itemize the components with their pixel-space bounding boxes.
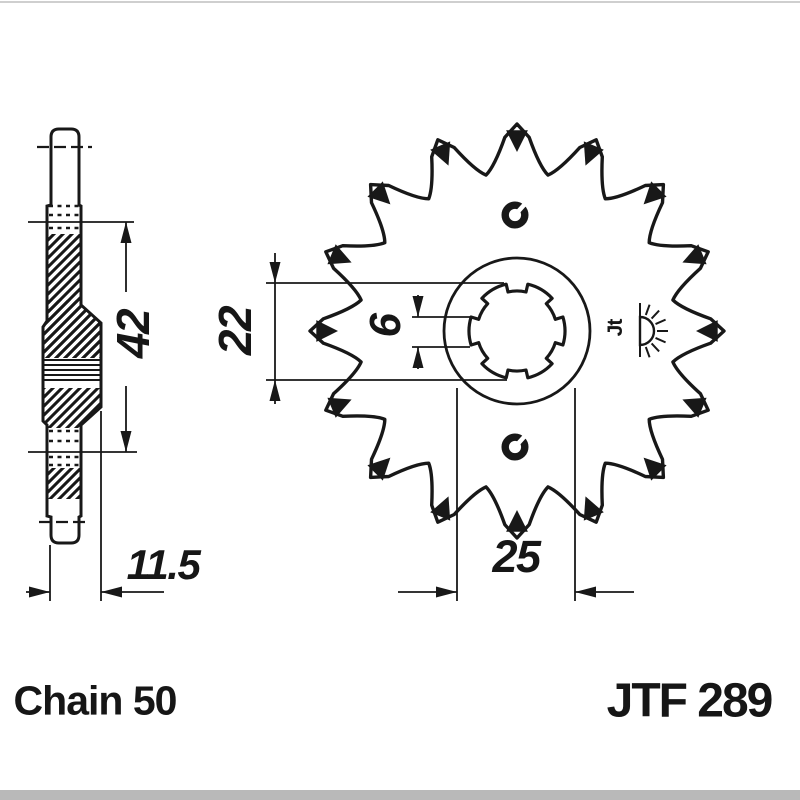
dimension-lines bbox=[26, 221, 634, 601]
jt-sun-logo bbox=[638, 303, 668, 358]
bottom-frame-bar bbox=[0, 790, 800, 800]
dimension-22-label: 22 bbox=[209, 306, 261, 356]
hatch-band bbox=[46, 468, 82, 499]
dimension-11-5-label: 11.5 bbox=[126, 541, 201, 588]
tooth-tip-mark bbox=[583, 141, 604, 166]
tooth-tip-mark bbox=[327, 244, 352, 265]
tooth-tip-mark bbox=[583, 496, 604, 521]
tooth-tip-mark bbox=[367, 181, 391, 205]
spline-bore-outline bbox=[467, 282, 567, 380]
logo-sun-ray bbox=[655, 318, 666, 325]
arrow-115-right bbox=[101, 586, 122, 598]
side-view-section-fill bbox=[43, 204, 101, 499]
tooth-tip-mark bbox=[643, 457, 667, 481]
arrow-25-right bbox=[575, 586, 596, 598]
tooth-tip-mark bbox=[682, 397, 707, 418]
tooth-tip-mark bbox=[506, 510, 528, 532]
hub-boss-circle bbox=[442, 256, 592, 406]
logo-half-sun bbox=[638, 315, 656, 347]
tooth-tip-mark bbox=[696, 320, 718, 342]
arrow-22-bottom bbox=[269, 380, 281, 401]
dimension-6-label: 6 bbox=[361, 314, 410, 338]
arrow-25-left bbox=[436, 586, 457, 598]
side-view-outline bbox=[41, 127, 103, 545]
rivet-hole-highlight bbox=[516, 200, 529, 213]
brand-mark-text: Jt bbox=[604, 319, 627, 337]
chain-size-label: Chain 50 bbox=[13, 677, 178, 724]
part-number-label: JTF 289 bbox=[606, 674, 774, 728]
rivet-hole bbox=[501, 433, 529, 461]
dimension-42-label: 42 bbox=[107, 309, 159, 359]
rivet-hole bbox=[501, 201, 529, 229]
hatch-band bbox=[43, 388, 101, 428]
tooth-tip-mark bbox=[316, 320, 338, 342]
top-frame-line bbox=[0, 1, 800, 3]
rivet-hole-highlight bbox=[516, 432, 529, 445]
logo-sun-ray bbox=[644, 346, 651, 358]
logo-sun-ray bbox=[655, 337, 666, 344]
arrow-42-up bbox=[120, 222, 132, 243]
tooth-tip-mark bbox=[327, 397, 352, 418]
logo-sun-ray bbox=[650, 309, 660, 320]
arrow-6-bottom bbox=[412, 347, 424, 368]
front-view-gear bbox=[308, 122, 726, 540]
tooth-tip-mark bbox=[682, 244, 707, 265]
logo-sun-ray bbox=[650, 342, 660, 353]
hatch-band bbox=[43, 300, 101, 358]
tooth-tip-mark bbox=[430, 141, 451, 166]
arrow-6-top bbox=[412, 296, 424, 317]
arrow-22-top bbox=[269, 262, 281, 283]
arrow-115-left bbox=[29, 586, 50, 598]
tooth-tip-mark bbox=[367, 457, 391, 481]
dimension-25-label: 25 bbox=[492, 531, 541, 582]
arrow-42-down bbox=[120, 431, 132, 452]
tooth-tip-mark bbox=[430, 496, 451, 521]
gear-teeth-outline bbox=[308, 122, 726, 540]
logo-sun-ray bbox=[644, 304, 651, 316]
side-view-cross-section bbox=[37, 127, 103, 545]
tooth-tip-mark bbox=[506, 130, 528, 152]
tooth-tip-mark bbox=[643, 181, 667, 205]
